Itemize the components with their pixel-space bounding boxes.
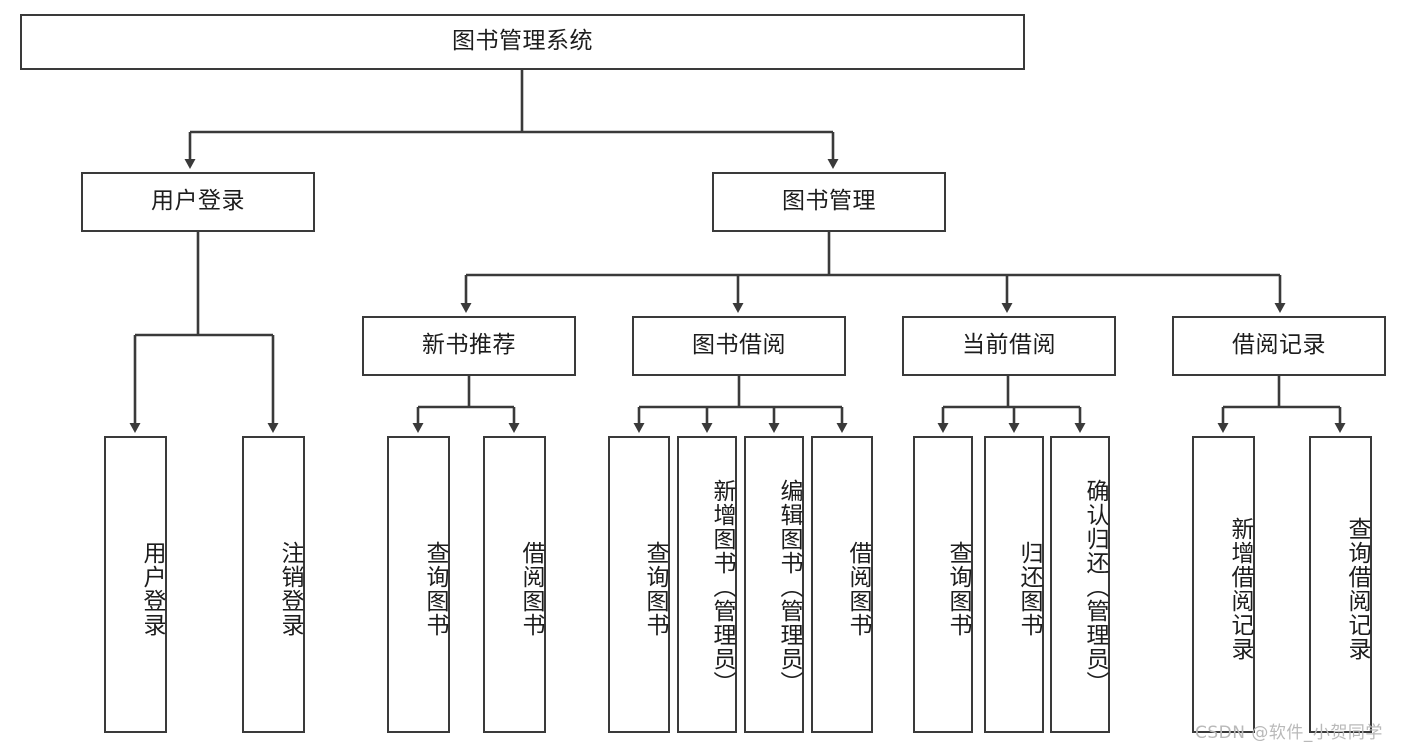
node-leaf-current-confirm-return[interactable]: 确认归还（管理员） <box>1050 436 1110 733</box>
node-root[interactable]: 图书管理系统 <box>20 14 1025 70</box>
node-leaf-record-add[interactable]: 新增借阅记录 <box>1192 436 1255 733</box>
node-leaf-borrow-query-book[interactable]: 查询图书 <box>608 436 670 733</box>
node-leaf-borrow-borrow-book[interactable]: 借阅图书 <box>811 436 873 733</box>
node-user-login[interactable]: 用户登录 <box>81 172 315 232</box>
node-leaf-borrow-edit-book[interactable]: 编辑图书（管理员） <box>744 436 804 733</box>
csdn-watermark: CSDN @软件_小贺同学 <box>1195 723 1383 743</box>
node-book-management[interactable]: 图书管理 <box>712 172 946 232</box>
node-leaf-user-login[interactable]: 用户登录 <box>104 436 167 733</box>
node-book-borrow[interactable]: 图书借阅 <box>632 316 846 376</box>
node-leaf-logout[interactable]: 注销登录 <box>242 436 305 733</box>
node-leaf-recommend-query-book[interactable]: 查询图书 <box>387 436 450 733</box>
node-borrow-record[interactable]: 借阅记录 <box>1172 316 1386 376</box>
node-leaf-record-query[interactable]: 查询借阅记录 <box>1309 436 1372 733</box>
node-leaf-current-query-book[interactable]: 查询图书 <box>913 436 973 733</box>
node-leaf-recommend-borrow-book[interactable]: 借阅图书 <box>483 436 546 733</box>
node-leaf-current-return-book[interactable]: 归还图书 <box>984 436 1044 733</box>
node-new-book-recommend[interactable]: 新书推荐 <box>362 316 576 376</box>
node-leaf-borrow-add-book[interactable]: 新增图书（管理员） <box>677 436 737 733</box>
node-current-borrow[interactable]: 当前借阅 <box>902 316 1116 376</box>
